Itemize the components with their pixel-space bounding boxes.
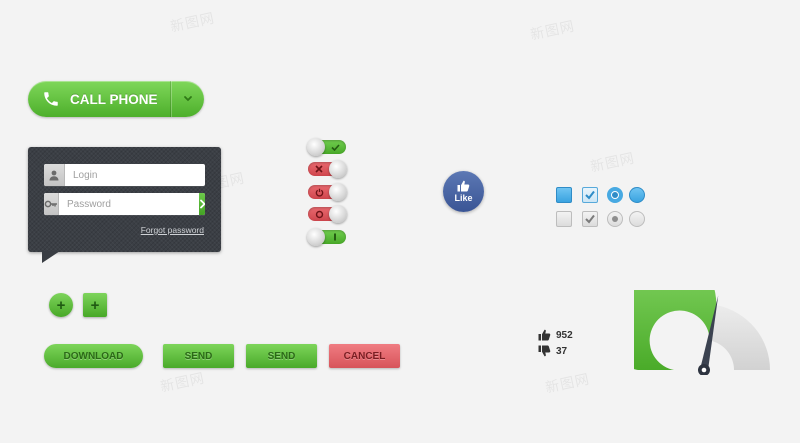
checkbox-blue-checked[interactable] bbox=[582, 187, 598, 203]
toggle-close[interactable] bbox=[308, 160, 347, 178]
downvote[interactable]: 37 bbox=[538, 345, 567, 357]
toggle-knob bbox=[329, 183, 347, 201]
radio-blue-selected[interactable] bbox=[607, 187, 623, 203]
check-icon bbox=[325, 140, 345, 154]
chevron-right-icon bbox=[200, 199, 205, 209]
password-input[interactable] bbox=[59, 193, 199, 215]
watermark: 新图网 bbox=[169, 10, 217, 36]
call-phone-label: CALL PHONE bbox=[70, 91, 158, 107]
radio-gray-selected[interactable] bbox=[607, 211, 623, 227]
watermark: 新图网 bbox=[529, 18, 577, 44]
login-panel-tail bbox=[42, 251, 60, 263]
radio-blue[interactable] bbox=[629, 187, 645, 203]
key-icon bbox=[44, 193, 59, 215]
facebook-like-button[interactable]: Like bbox=[443, 171, 484, 212]
password-field bbox=[44, 193, 205, 215]
gauge-needle bbox=[700, 295, 719, 371]
download-button[interactable]: DOWNLOAD bbox=[44, 344, 143, 368]
thumbs-down-icon bbox=[538, 345, 551, 357]
toggle-knob bbox=[307, 228, 325, 246]
toggle-i[interactable] bbox=[307, 228, 346, 246]
gauge bbox=[634, 290, 770, 375]
toggle-knob bbox=[329, 205, 347, 223]
plus-icon: + bbox=[56, 296, 66, 314]
checkbox-gray[interactable] bbox=[556, 211, 572, 227]
toggle-check[interactable] bbox=[307, 138, 346, 156]
gauge-track bbox=[709, 305, 770, 370]
power-icon bbox=[309, 185, 329, 199]
call-phone-main[interactable]: CALL PHONE bbox=[28, 81, 170, 117]
forgot-password-link[interactable]: Forgot password bbox=[140, 225, 204, 235]
chevron-down-icon bbox=[183, 96, 192, 102]
radio-gray[interactable] bbox=[629, 211, 645, 227]
phone-icon bbox=[44, 92, 58, 106]
check-icon bbox=[585, 214, 595, 224]
upvote[interactable]: 952 bbox=[538, 329, 573, 341]
checkbox-gray-checked[interactable] bbox=[582, 211, 598, 227]
o-icon bbox=[309, 207, 329, 221]
login-panel: Forgot password bbox=[28, 147, 221, 252]
watermark: 新图网 bbox=[544, 371, 592, 397]
watermark: 新图网 bbox=[159, 370, 207, 396]
add-round-button[interactable]: + bbox=[49, 293, 73, 317]
toggle-o[interactable] bbox=[308, 205, 347, 223]
gauge-fill bbox=[634, 290, 717, 370]
thumbs-up-icon bbox=[457, 180, 470, 192]
checkbox-blue[interactable] bbox=[556, 187, 572, 203]
check-icon bbox=[585, 190, 595, 200]
gauge-hub-center bbox=[701, 367, 707, 373]
login-field bbox=[44, 164, 205, 186]
x-icon bbox=[309, 162, 329, 176]
login-submit-button[interactable] bbox=[199, 193, 205, 215]
i-icon bbox=[325, 230, 345, 244]
send-button-alt[interactable]: SEND bbox=[246, 344, 317, 368]
add-square-button[interactable]: + bbox=[83, 293, 107, 317]
send-button[interactable]: SEND bbox=[163, 344, 234, 368]
toggle-power[interactable] bbox=[308, 183, 347, 201]
call-phone-button[interactable]: CALL PHONE bbox=[28, 81, 204, 117]
thumbs-up-icon bbox=[538, 329, 551, 341]
cancel-button[interactable]: CANCEL bbox=[329, 344, 400, 368]
toggle-knob bbox=[307, 138, 325, 156]
call-phone-separator bbox=[170, 81, 171, 117]
user-icon bbox=[44, 164, 65, 186]
login-input[interactable] bbox=[65, 164, 205, 186]
upvote-count: 952 bbox=[556, 329, 573, 341]
like-label: Like bbox=[454, 193, 473, 203]
plus-icon: + bbox=[90, 296, 100, 314]
downvote-count: 37 bbox=[556, 345, 568, 357]
call-phone-dropdown[interactable] bbox=[171, 81, 204, 117]
watermark: 新图网 bbox=[589, 150, 637, 176]
toggle-knob bbox=[329, 160, 347, 178]
